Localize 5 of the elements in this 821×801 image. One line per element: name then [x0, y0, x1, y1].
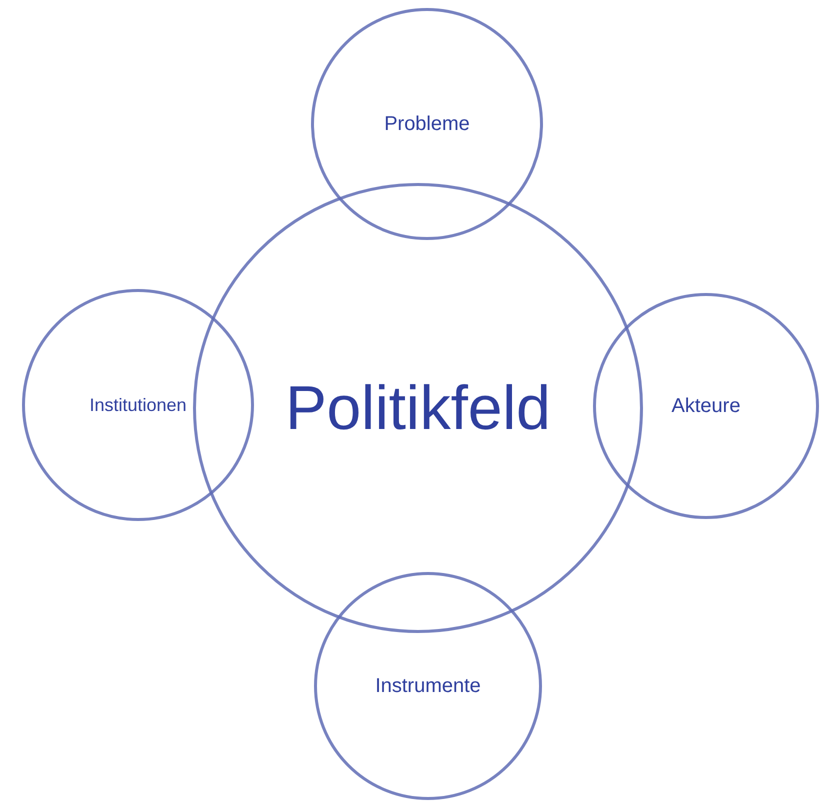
circle-label: Probleme — [384, 112, 470, 136]
circle-label: Akteure — [672, 394, 740, 418]
circle-label: Instrumente — [375, 674, 481, 698]
circle-label: Institutionen — [89, 394, 187, 416]
center-label: Politikfeld — [285, 372, 551, 444]
